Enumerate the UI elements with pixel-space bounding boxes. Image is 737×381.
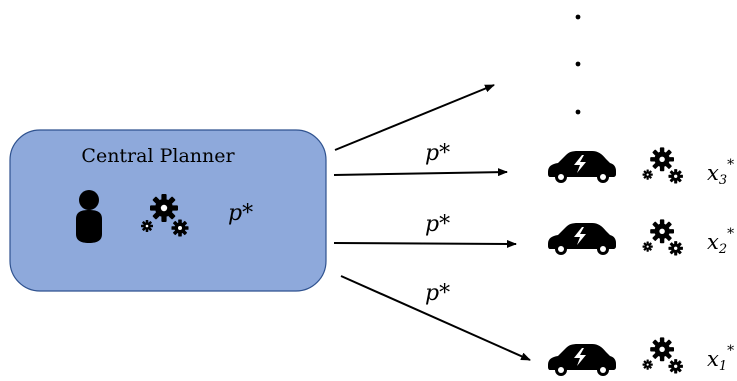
arrow-to-agent-2 (333, 239, 517, 248)
gears-icon (643, 337, 683, 373)
electric-car-icon (548, 151, 616, 183)
planner-price-label: p* (228, 201, 253, 226)
arrow-price-label: p* (425, 141, 450, 166)
gears-icon (643, 219, 683, 255)
arrow-to-agent-3 (333, 168, 508, 177)
agent-3-label: x3* (707, 157, 734, 188)
arrow-price-label: p* (425, 212, 450, 237)
arrow-to-ellipsis (334, 84, 495, 151)
person-icon (76, 190, 102, 243)
arrow-to-agent-1 (340, 275, 531, 361)
central-planner-title: Central Planner (81, 145, 235, 167)
agent-1-label: x1* (707, 343, 734, 374)
electric-car-icon (548, 344, 616, 376)
agent-2-label: x2* (707, 226, 734, 257)
arrow-price-label: p* (425, 281, 450, 306)
vertical-ellipsis (575, 14, 581, 115)
electric-car-icon (548, 223, 616, 255)
gears-icon (643, 147, 683, 183)
